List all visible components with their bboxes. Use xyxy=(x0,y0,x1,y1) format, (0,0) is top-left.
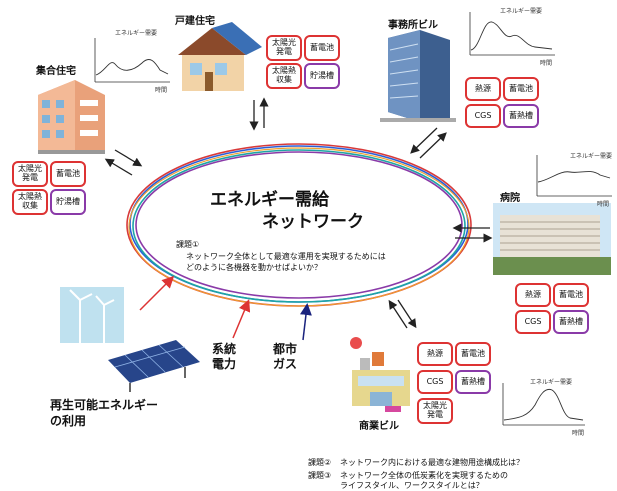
chip-commercial-solar-power: 太陽光 発電 xyxy=(417,398,453,424)
chip-house-solar-heat: 太陽熱 収集 xyxy=(266,63,302,89)
chip-commercial-battery: 蓄電池 xyxy=(455,342,491,366)
chip-apartment-solar-heat: 太陽熱 収集 xyxy=(12,189,48,215)
task1-line2: どのように各機器を動かせばよいか？ xyxy=(186,263,322,272)
solar-panels-illustration xyxy=(108,340,200,392)
chart-xlabel-office: 時間 xyxy=(540,60,553,67)
grid-power-label-line1: 系統 xyxy=(212,342,237,356)
chart-xlabel-hospital: 時間 xyxy=(597,201,610,208)
chip-office-cgs: CGS xyxy=(465,104,501,128)
task1-label: 課題① xyxy=(176,240,200,249)
task2-label: 課題② xyxy=(308,458,332,467)
task3-line1: ネットワーク全体の低炭素化を実現するための xyxy=(340,471,508,480)
task1-line1: ネットワーク全体として最適な運用を実現するためには xyxy=(186,252,386,261)
chip-commercial-heat-source: 熱源 xyxy=(417,342,453,366)
renewable-label-line2: の利用 xyxy=(50,414,87,428)
chart-ylabel-commercial: エネルギー需要 xyxy=(530,379,573,386)
exchange-arrows xyxy=(104,97,493,329)
house-illustration xyxy=(178,22,262,91)
chart-xlabel-apartment: 時間 xyxy=(155,87,168,94)
chip-apartment-hot-water: 貯湯槽 xyxy=(50,189,86,215)
chip-house-battery: 蓄電池 xyxy=(304,35,340,61)
chip-commercial-heat-storage: 蓄熱槽 xyxy=(455,370,491,394)
commercial-illustration xyxy=(350,337,410,412)
network-ring xyxy=(126,143,472,307)
office-illustration xyxy=(380,30,456,122)
label-office: 事務所ビル xyxy=(388,20,438,31)
demand-chart-office xyxy=(469,12,555,56)
hospital-illustration xyxy=(493,203,611,275)
chart-xlabel-commercial: 時間 xyxy=(572,430,585,437)
chip-hospital-heat-source: 熱源 xyxy=(515,283,551,307)
demand-chart-commercial xyxy=(502,383,585,426)
label-house: 戸建住宅 xyxy=(175,16,215,27)
center-title-line2: ネットワーク xyxy=(262,212,364,232)
city-gas-label-line2: ガス xyxy=(273,357,298,371)
chip-hospital-heat-storage: 蓄熱槽 xyxy=(553,310,589,334)
task3-label: 課題③ xyxy=(308,471,332,480)
apartment-illustration xyxy=(38,80,105,154)
chip-house-hot-water: 貯湯槽 xyxy=(304,63,340,89)
wind-turbines-illustration xyxy=(60,287,124,345)
renewable-label-line1: 再生可能エネルギー xyxy=(50,398,159,412)
chart-ylabel-hospital: エネルギー需要 xyxy=(570,153,613,160)
chip-office-battery: 蓄電池 xyxy=(503,77,539,101)
grid-power-arrow xyxy=(232,299,251,339)
renewable-arrow xyxy=(139,275,175,311)
grid-power-label-line2: 電力 xyxy=(212,357,237,371)
task2-text: ネットワーク内における最適な建物用途構成比は？ xyxy=(340,458,524,467)
task3-line2: ライフスタイル、ワークスタイルとは？ xyxy=(340,481,484,490)
label-apartment: 集合住宅 xyxy=(36,66,76,77)
label-hospital: 病院 xyxy=(500,193,520,204)
city-gas-arrow xyxy=(299,303,312,341)
chip-hospital-battery: 蓄電池 xyxy=(553,283,589,307)
chip-apartment-battery: 蓄電池 xyxy=(50,161,86,187)
chip-hospital-cgs: CGS xyxy=(515,310,551,334)
city-gas-label-line1: 都市 xyxy=(273,342,298,356)
center-title-line1: エネルギー需給 xyxy=(210,190,329,210)
chip-apartment-solar-power: 太陽光 発電 xyxy=(12,161,48,187)
chart-ylabel-office: エネルギー需要 xyxy=(500,8,543,15)
chip-commercial-cgs: CGS xyxy=(417,370,453,394)
chip-house-solar-power: 太陽光 発電 xyxy=(266,35,302,61)
demand-chart-apartment xyxy=(94,38,170,83)
chip-office-heat-storage: 蓄熱槽 xyxy=(503,104,539,128)
chart-ylabel-apartment: エネルギー需要 xyxy=(115,30,158,37)
label-commercial: 商業ビル xyxy=(359,421,399,432)
chip-office-heat-source: 熱源 xyxy=(465,77,501,101)
demand-chart-hospital xyxy=(536,155,612,197)
